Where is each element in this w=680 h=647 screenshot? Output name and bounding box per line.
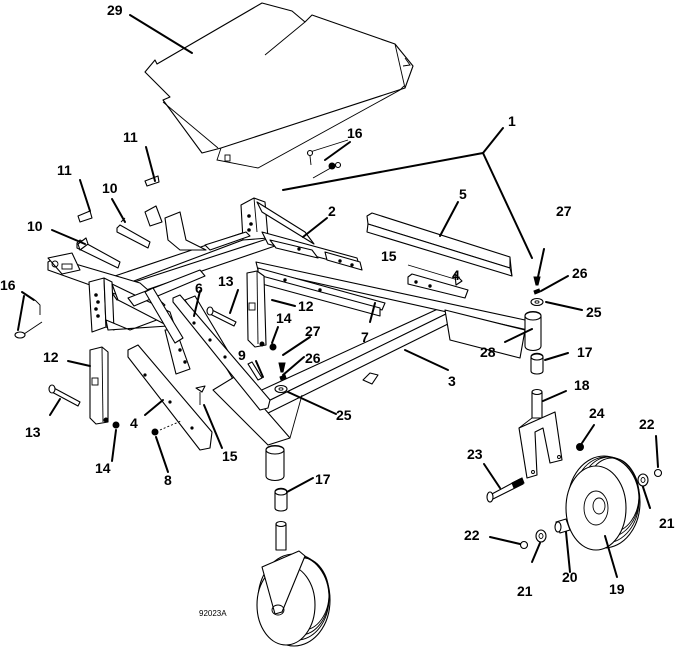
fitting-stack-center [274, 362, 288, 394]
nut-part-14-right [269, 343, 277, 351]
post-part-12-left [89, 346, 109, 425]
callout-22-lower: 22 [464, 527, 480, 543]
caster-wheel-front-left [256, 520, 331, 647]
spacer-part-20 [554, 518, 571, 534]
deck-cover-part [144, 2, 414, 169]
callout-13-left: 13 [25, 424, 41, 440]
callout-12-right: 12 [298, 298, 314, 314]
callout-21-right: 21 [659, 515, 675, 531]
bolt-part-13-right [206, 306, 237, 327]
callout-16-top: 16 [347, 125, 363, 141]
callout-labels: 29 1 2 3 4 4 5 6 7 8 9 10 10 11 11 12 12… [0, 2, 675, 618]
callout-9: 9 [238, 347, 246, 363]
bolt-part-9 [247, 361, 263, 381]
callout-4-center: 4 [452, 267, 460, 283]
bracket-part-10-upper [116, 217, 151, 249]
callout-27-center: 27 [305, 323, 321, 339]
callout-18: 18 [574, 377, 590, 393]
callout-22-right: 22 [639, 416, 655, 432]
axle-bolt-part-23 [486, 477, 525, 503]
bolt-part-15-right [407, 264, 463, 286]
callout-20: 20 [562, 569, 578, 585]
callout-6: 6 [195, 280, 203, 296]
callout-17-right: 17 [577, 344, 593, 360]
callout-21-lower: 21 [517, 583, 533, 599]
callout-23: 23 [467, 446, 483, 462]
callout-11-lower: 11 [57, 162, 72, 178]
callout-17-left: 17 [315, 471, 331, 487]
callout-3: 3 [448, 373, 456, 389]
channel-part-5 [366, 212, 513, 277]
clip-part-11-lower [77, 210, 93, 223]
callout-7: 7 [361, 329, 369, 345]
callout-26-right: 26 [572, 265, 588, 281]
callout-11-upper: 11 [123, 129, 138, 145]
leader-lines [17, 14, 659, 578]
wheel-part-19 [565, 455, 641, 551]
callout-10-lower: 10 [27, 218, 43, 234]
nut-part-22-right [653, 468, 663, 478]
callout-1: 1 [508, 113, 516, 129]
channel-part-6 [172, 294, 271, 411]
post-part-12-right [246, 270, 267, 348]
callout-15-left: 15 [222, 448, 238, 464]
callout-25-right: 25 [586, 304, 602, 320]
callout-8: 8 [164, 472, 172, 488]
main-frame-part [47, 197, 542, 482]
bracket-part-right [407, 273, 469, 299]
callout-10-upper: 10 [102, 180, 118, 196]
callout-2: 2 [328, 203, 336, 219]
bolt-part-13-left [48, 384, 81, 407]
callout-27-right: 27 [556, 203, 572, 219]
bushing-part-17-right [530, 352, 544, 375]
callout-16-left: 16 [0, 277, 16, 293]
callout-19: 19 [609, 581, 625, 597]
nut-part-22-lower [519, 540, 529, 550]
bushing-part-17-left [274, 487, 288, 512]
callout-15-right: 15 [381, 248, 397, 264]
clip-part-11-upper [144, 175, 160, 187]
callout-14-right: 14 [276, 310, 292, 326]
callout-4-left: 4 [130, 415, 138, 431]
callout-29: 29 [107, 2, 123, 18]
callout-26-center: 26 [305, 350, 321, 366]
caster-fork-part-18 [518, 388, 563, 479]
washer-part-21-right [637, 473, 649, 487]
nut-part-8 [151, 420, 182, 436]
pin-part-top [306, 139, 349, 179]
nut-part-14-left [112, 421, 120, 429]
channel-part-4-left [127, 344, 213, 451]
bolt-part-15-left [195, 385, 206, 405]
callout-14-left: 14 [95, 460, 111, 476]
pin-part-left [14, 299, 43, 339]
figure-id: 92023A [199, 609, 227, 618]
fitting-stack-right [530, 276, 544, 307]
callout-5: 5 [459, 186, 467, 202]
callout-12-left: 12 [43, 349, 59, 365]
callout-13-right: 13 [218, 273, 234, 289]
callout-25-center: 25 [336, 407, 352, 423]
callout-28: 28 [480, 344, 496, 360]
nut-part-24 [576, 443, 584, 451]
callout-24: 24 [589, 405, 605, 421]
washer-part-21-lower [535, 529, 547, 543]
